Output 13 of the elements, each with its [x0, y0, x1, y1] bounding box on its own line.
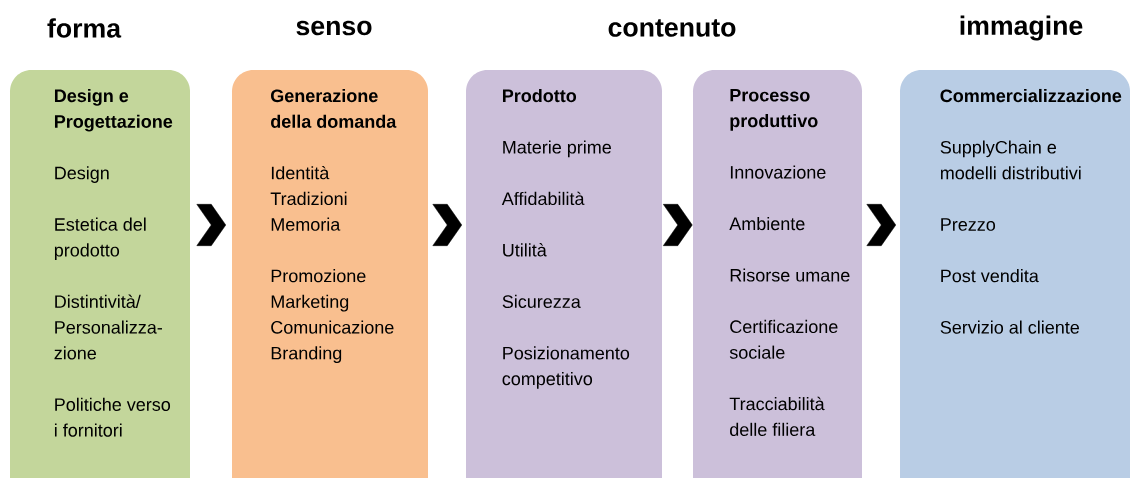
card: Design e Progettazione Design Estetica del prodotto Distintività/ Personalizza- zione Politiche verso i fornitori [10, 70, 190, 478]
column-heading: contenuto [608, 19, 736, 37]
card: Processo produttivo Innovazione Ambiente Risorse umane Certificazione sociale Tracciabilità delle filiera [693, 70, 862, 478]
chevron-arrow [866, 204, 896, 246]
column-heading: forma [47, 18, 122, 38]
column-heading: immagine [960, 15, 1083, 41]
card: Generazione della domanda Identità Tradizioni Memoria Promozione Marketing Comunicazione Branding [232, 70, 428, 478]
chevron-arrow [432, 204, 462, 246]
card: Commercializzazione SupplyChain e modelli distributivi Prezzo Post vendita Servizio al cliente [900, 70, 1130, 478]
card: Prodotto Materie prime Affidabilità Utilità Sicurezza Posizionamento competitivo [466, 70, 662, 478]
column-heading: senso [296, 20, 372, 36]
chevron-arrow [663, 204, 693, 246]
chevron-arrow [196, 204, 226, 246]
